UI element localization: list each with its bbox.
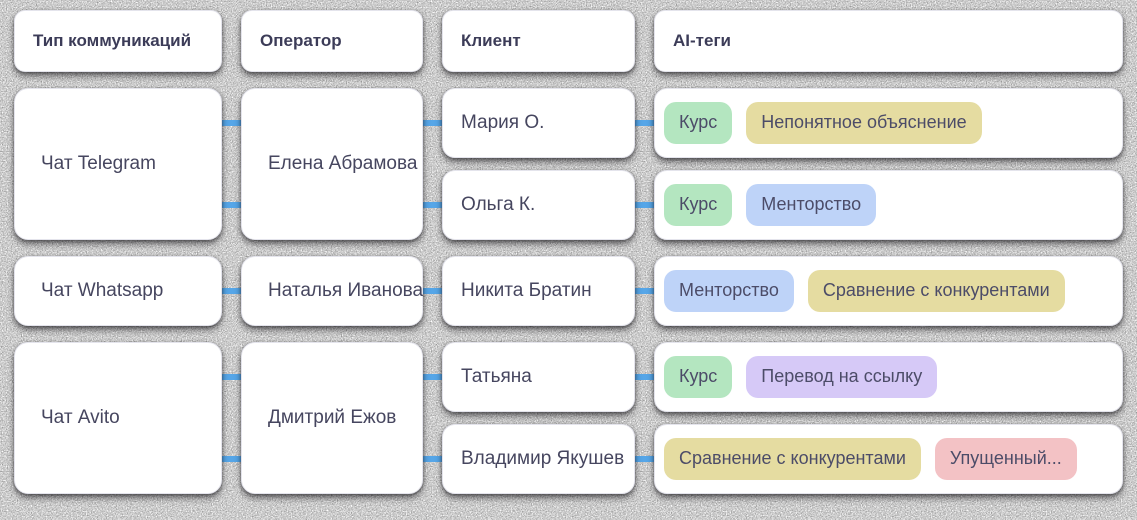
communication-type-label: Чат Telegram <box>41 152 156 174</box>
ai-tags-card: Сравнение с конкурентами Упущенный... <box>654 424 1123 494</box>
client-card[interactable]: Ольга К. <box>442 170 635 240</box>
ai-tags-card: Курс Перевод на ссылку <box>654 342 1123 412</box>
tag-chip[interactable]: Курс <box>664 184 733 226</box>
client-card[interactable]: Татьяна <box>442 342 635 412</box>
tag-chip[interactable]: Курс <box>664 356 733 398</box>
operator-card[interactable]: Елена Абрамова <box>241 88 423 240</box>
header-card-ai-tags: AI-теги <box>654 10 1123 72</box>
header-card-client: Клиент <box>442 10 635 72</box>
operator-card[interactable]: Наталья Иванова <box>241 256 423 326</box>
ai-tags-card: Курс Менторство <box>654 170 1123 240</box>
communication-type-card-telegram[interactable]: Чат Telegram <box>14 88 222 240</box>
diagram-grid: Тип коммуникаций Оператор Клиент AI-теги… <box>14 10 1123 494</box>
header-label: Тип коммуникаций <box>33 30 192 50</box>
communication-type-label: Чат Whatsapp <box>41 279 164 301</box>
communication-type-card-whatsapp[interactable]: Чат Whatsapp <box>14 256 222 326</box>
communication-type-card-avito[interactable]: Чат Avito <box>14 342 222 494</box>
header-label: AI-теги <box>673 30 731 50</box>
client-card[interactable]: Никита Братин <box>442 256 635 326</box>
client-name: Татьяна <box>461 365 532 387</box>
tag-chip[interactable]: Курс <box>664 102 733 144</box>
header-label: Клиент <box>461 30 521 50</box>
ai-tags-card: Менторство Сравнение с конкурентами <box>654 256 1123 326</box>
tag-chip[interactable]: Менторство <box>664 270 794 312</box>
operator-card[interactable]: Дмитрий Ежов <box>241 342 423 494</box>
client-name: Никита Братин <box>461 279 592 301</box>
tag-chip[interactable]: Упущенный... <box>934 438 1077 480</box>
tag-chip[interactable]: Перевод на ссылку <box>746 356 938 398</box>
operator-name: Елена Абрамова <box>268 152 418 174</box>
client-card[interactable]: Мария О. <box>442 88 635 158</box>
client-card[interactable]: Владимир Якушев <box>442 424 635 494</box>
operator-name: Наталья Иванова <box>268 279 424 301</box>
tag-chip[interactable]: Менторство <box>746 184 877 226</box>
client-name: Мария О. <box>461 111 545 133</box>
operator-name: Дмитрий Ежов <box>268 406 397 428</box>
header-card-operator: Оператор <box>241 10 423 72</box>
header-label: Оператор <box>260 30 342 50</box>
client-name: Владимир Якушев <box>461 447 625 469</box>
tag-chip[interactable]: Непонятное объяснение <box>746 102 982 144</box>
tag-chip[interactable]: Сравнение с конкурентами <box>664 438 921 480</box>
client-name: Ольга К. <box>461 193 536 215</box>
tag-chip[interactable]: Сравнение с конкурентами <box>807 270 1065 312</box>
ai-tags-card: Курс Непонятное объяснение <box>654 88 1123 158</box>
communication-type-label: Чат Avito <box>41 406 120 428</box>
header-card-communication-type: Тип коммуникаций <box>14 10 222 72</box>
